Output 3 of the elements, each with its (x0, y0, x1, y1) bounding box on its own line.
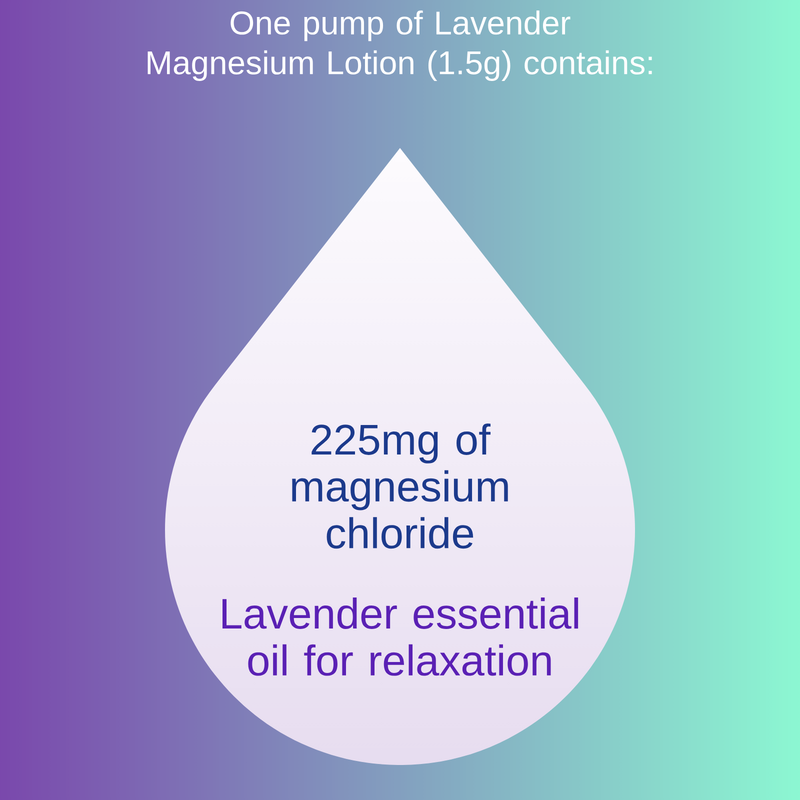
ingredient-text: Lavender essential oil for relaxation (222, 598, 578, 676)
ingredient-text: 225mg of magnesium chloride (292, 424, 508, 549)
title: One pump of Lavender Magnesium Lotion (1.5g) contains: (148, 10, 652, 81)
